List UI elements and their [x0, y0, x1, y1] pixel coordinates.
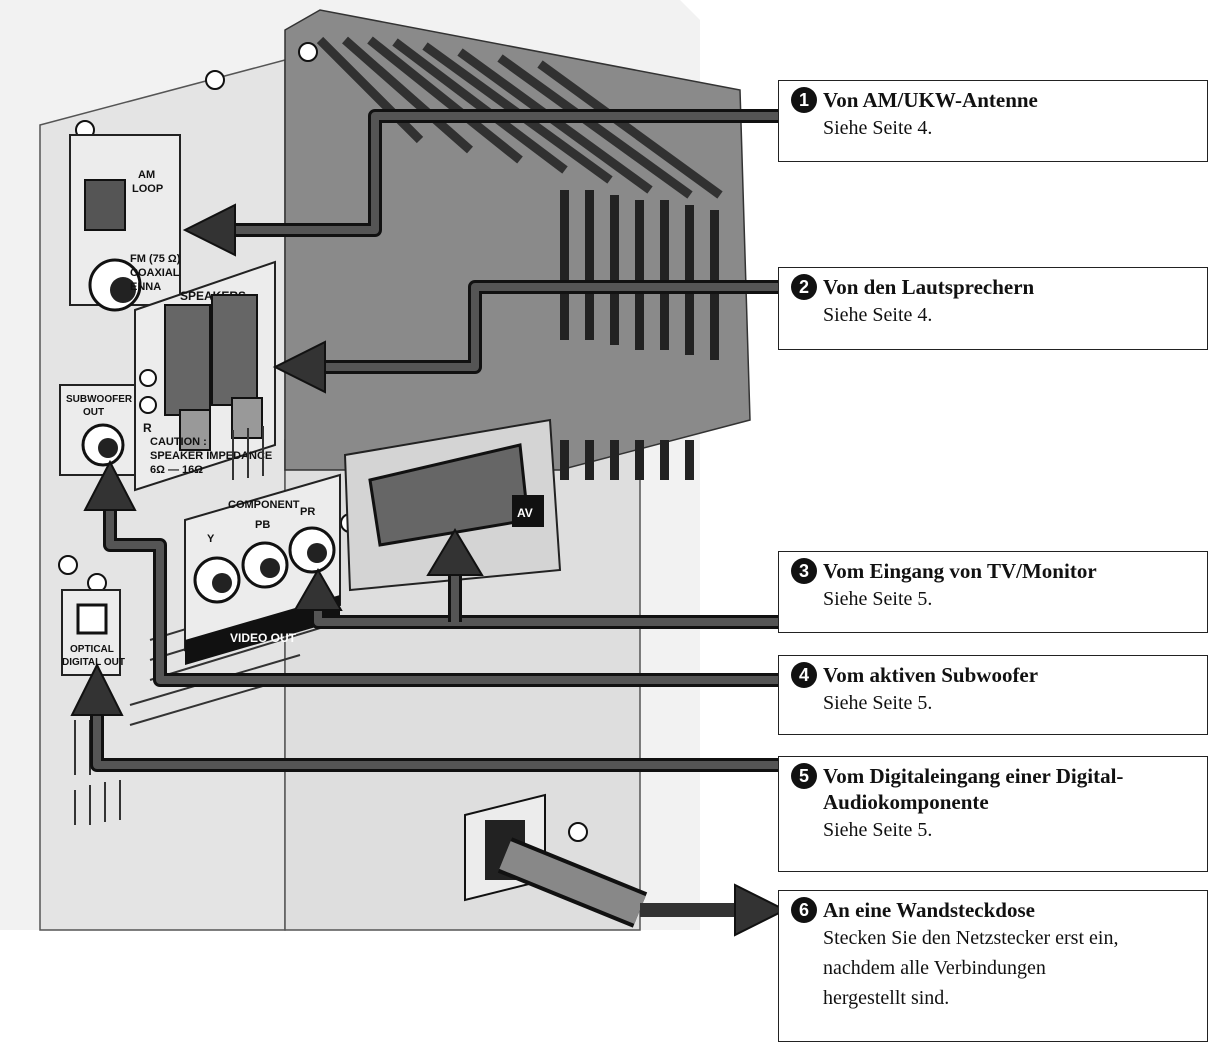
- minus-icon: [139, 396, 157, 414]
- callout-body: Siehe Seite 4.: [823, 117, 933, 139]
- caution-label: CAUTION :: [150, 436, 207, 448]
- heatsink-ribs: [316, 36, 723, 199]
- optical-label: OPTICAL: [70, 644, 114, 655]
- callout-body: Siehe Seite 5.: [823, 588, 933, 610]
- av-band: [512, 495, 544, 527]
- subwoofer-label: OUT: [83, 407, 104, 418]
- speaker-terminals: [164, 294, 263, 451]
- pr-label: PR: [300, 506, 315, 518]
- y-label: Y: [207, 533, 215, 545]
- callout-body: Siehe Seite 5.: [823, 819, 933, 841]
- number-badge: 4: [791, 662, 817, 688]
- callout-title: Vom aktiven Subwoofer: [823, 663, 1039, 687]
- arrow-5-head: [70, 662, 124, 716]
- pb-label: PB: [255, 519, 270, 531]
- callout-title: Von den Lautsprechern: [823, 275, 1035, 299]
- callout-body: Stecken Sie den Netzstecker erst ein,: [823, 927, 1119, 949]
- optical-label: DIGITAL OUT: [62, 657, 125, 668]
- callout-title: Vom Eingang von TV/Monitor: [823, 559, 1097, 583]
- video-out-label: VIDEO OUT: [230, 631, 297, 645]
- callout-body: Siehe Seite 4.: [823, 304, 933, 326]
- callout-body: Siehe Seite 5.: [823, 692, 933, 714]
- arrow-3b-head: [426, 528, 484, 576]
- number-badge: 1: [791, 87, 817, 113]
- component-label: COMPONENT: [228, 499, 300, 511]
- am-loop-label: LOOP: [132, 183, 163, 195]
- arrow-6-head: [734, 883, 788, 937]
- callout-title: Von AM/UKW-Antenne: [823, 88, 1038, 112]
- callout-title: An eine Wandsteckdose: [823, 898, 1035, 922]
- callout-body: hergestellt sind.: [823, 987, 950, 1009]
- callout-title: Vom Digitaleingang einer Digital-Audioko…: [823, 764, 1124, 814]
- arrow-4-head: [83, 459, 137, 511]
- number-badge: 6: [791, 897, 817, 923]
- caution-label: 6Ω — 16Ω: [150, 464, 203, 476]
- caution-label: SPEAKER IMPEDANCE: [150, 450, 272, 462]
- am-loop-terminal: [84, 179, 126, 231]
- subwoofer-label: SUBWOOFER: [66, 394, 133, 405]
- video-out-band: [185, 595, 340, 665]
- arrow-1-head: [182, 203, 236, 257]
- optical-jack: [76, 603, 108, 635]
- arrow-2-head: [272, 340, 326, 394]
- arrow-3-head: [293, 567, 343, 611]
- fm-label: ENNA: [130, 281, 161, 293]
- callout-body: nachdem alle Verbindungen: [823, 957, 1046, 979]
- number-badge: 3: [791, 558, 817, 584]
- right-channel-label: R: [143, 421, 152, 435]
- number-badge: 5: [791, 763, 817, 789]
- fm-label: COAXIAL: [130, 267, 180, 279]
- number-badge: 2: [791, 274, 817, 300]
- av-label: AV: [517, 506, 533, 520]
- fm-label: FM (75 Ω): [130, 253, 181, 265]
- plus-icon: [139, 369, 157, 387]
- arrow-heads: [70, 203, 788, 937]
- am-loop-label: AM: [138, 169, 155, 181]
